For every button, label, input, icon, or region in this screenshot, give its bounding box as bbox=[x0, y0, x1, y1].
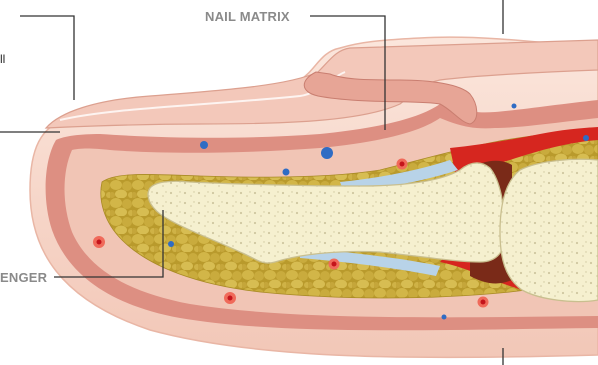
finger-partial-label: ENGER bbox=[0, 270, 47, 285]
middle-phalanx bbox=[500, 159, 598, 301]
left-partial-label: ll bbox=[0, 52, 5, 67]
nail-matrix-label: NAIL MATRIX bbox=[205, 9, 290, 24]
leader-line-top-left bbox=[20, 16, 74, 100]
